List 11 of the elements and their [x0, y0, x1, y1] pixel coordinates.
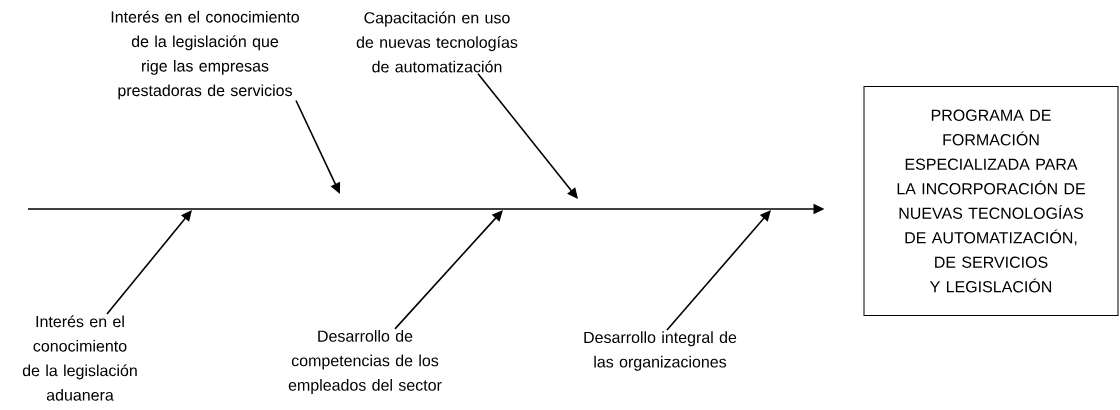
cause-text: Desarrollo integral de las organizaciones — [584, 331, 737, 371]
arrow — [666, 210, 771, 331]
cause-text: Desarrollo de competencias de los empleados del sector — [288, 330, 442, 394]
arrow — [295, 99, 341, 194]
result-box: PROGRAMA DE FORMACIÓN ESPECIALIZADA PARA LA INCORPORACIÓN DE NUEVAS TECNOLOGÍAS DE AUTOMATIZACIÓN, DE SERVICIOS Y LEGISLACIÓN — [863, 86, 1119, 316]
arrow — [106, 210, 192, 315]
cause-text: Capacitación en uso de nuevas tecnologías de automatización — [356, 11, 518, 73]
cause-text: Interés en el conocimiento de la legislación aduanera — [22, 315, 137, 401]
arrow — [394, 210, 503, 330]
cause-text: Interés en el conocimiento de la legislación que rige las empresas prestadoras de servicios — [111, 10, 299, 100]
arrow — [477, 72, 578, 199]
